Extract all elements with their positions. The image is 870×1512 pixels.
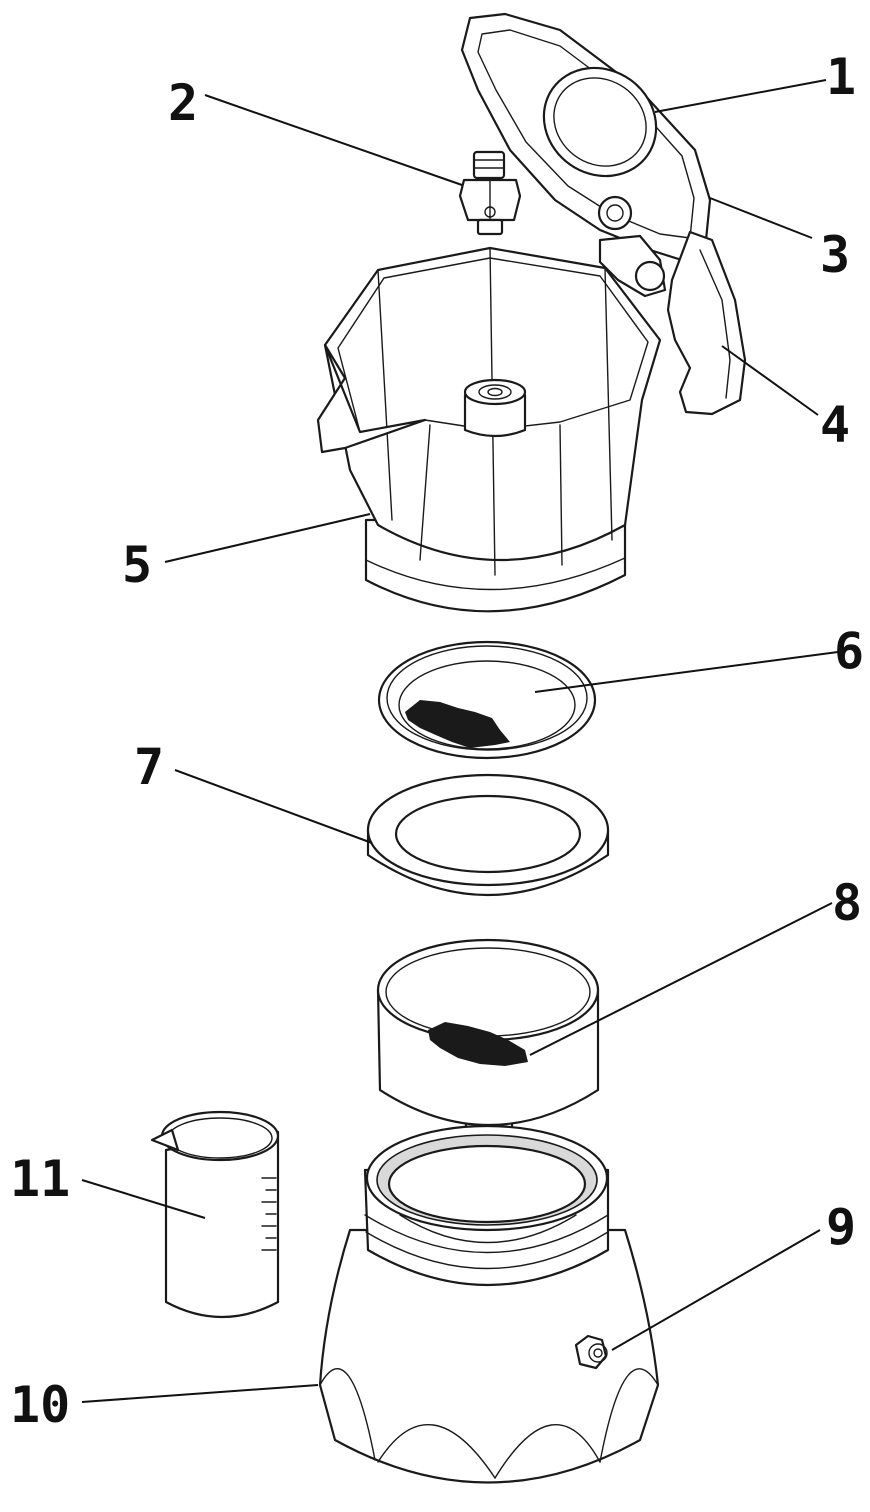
gasket-part <box>366 773 610 896</box>
callout-2: 2 <box>168 74 198 132</box>
leader-9 <box>611 1229 821 1351</box>
callout-11: 11 <box>10 1150 70 1208</box>
filter-plate-part <box>377 640 597 760</box>
leader-3 <box>709 197 813 239</box>
boiler-base-part <box>318 1124 660 1484</box>
callout-7: 7 <box>134 738 164 796</box>
leader-4 <box>721 345 819 416</box>
leader-6 <box>534 651 839 693</box>
callout-10: 10 <box>10 1376 70 1434</box>
callout-6: 6 <box>834 622 864 680</box>
leader-5 <box>164 513 371 563</box>
callout-1: 1 <box>826 48 856 106</box>
handle-part <box>666 230 747 416</box>
leader-lines <box>81 79 839 1403</box>
callout-numbers: 1 2 3 4 5 6 7 8 9 10 11 <box>10 48 864 1434</box>
hinge-part <box>597 195 667 298</box>
lid-part <box>460 12 712 264</box>
callout-4: 4 <box>820 396 850 454</box>
callout-5: 5 <box>122 536 152 594</box>
leader-10 <box>81 1384 319 1403</box>
leader-8 <box>529 902 833 1056</box>
leader-11 <box>81 1179 206 1219</box>
callout-8: 8 <box>832 874 862 932</box>
leader-1 <box>654 79 827 113</box>
safety-valve-part <box>458 150 522 236</box>
callout-3: 3 <box>820 226 850 284</box>
leader-2 <box>204 94 463 186</box>
measuring-cup-part <box>150 1110 280 1319</box>
leader-7 <box>174 769 373 844</box>
upper-chamber-part <box>316 246 662 613</box>
callout-9: 9 <box>826 1198 856 1256</box>
